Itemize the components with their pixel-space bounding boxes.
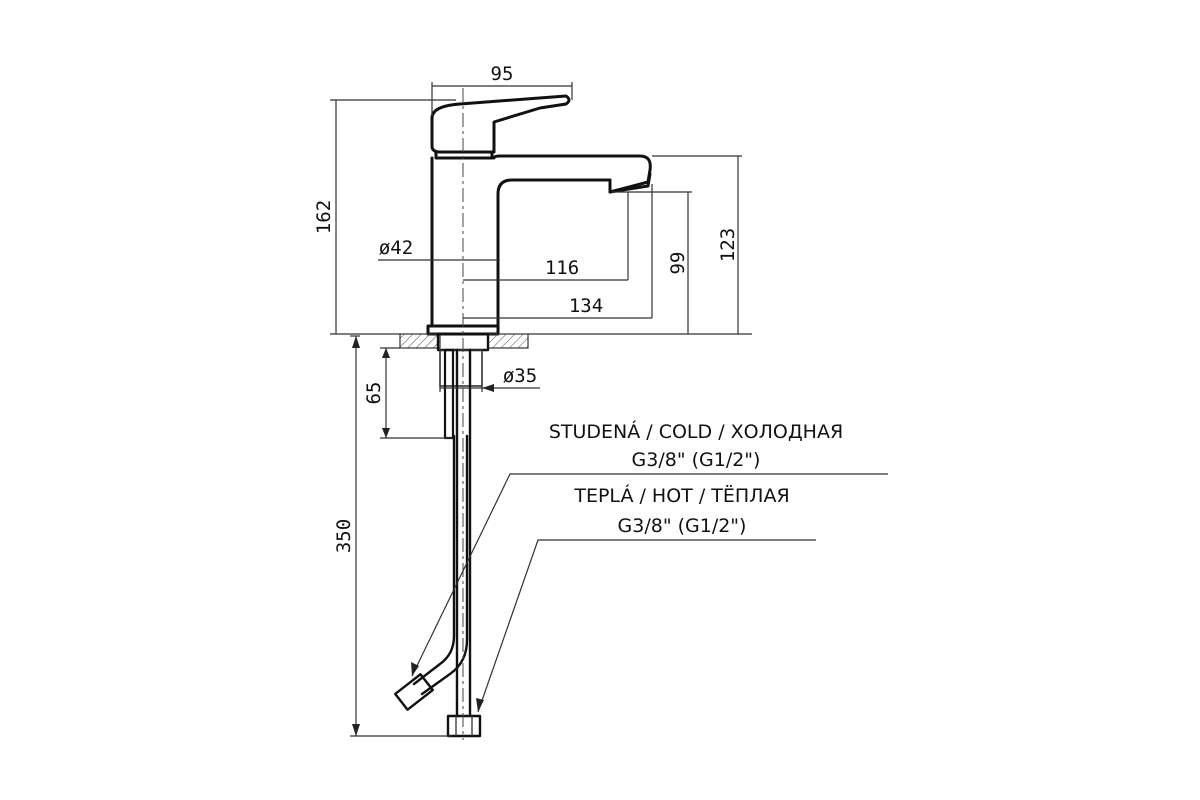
hose-bent <box>394 434 469 711</box>
label-hot-line1: TEPLÁ / HOT / ТЁПЛАЯ <box>573 484 789 507</box>
aerator <box>608 172 652 194</box>
dim-width-top: 95 <box>491 63 514 85</box>
dim-shank-length: 65 <box>363 382 385 405</box>
faucet-body <box>430 154 652 328</box>
faucet-outline <box>426 94 652 336</box>
dim-diameter-shank: ø35 <box>503 365 537 387</box>
hose-nut-straight <box>446 714 482 738</box>
lever-handle <box>430 94 571 154</box>
deck-hatch-left <box>399 333 441 349</box>
deck-hatch-right <box>487 333 529 349</box>
threaded-shank <box>439 348 483 440</box>
label-hot-line2: G3/8" (G1/2") <box>618 515 747 537</box>
dim-height-spout: 123 <box>717 228 739 262</box>
dim-height-outlet: 99 <box>667 252 689 275</box>
dim-reach-116: 116 <box>545 257 579 279</box>
label-cold-line1: STUDENÁ / COLD / ХОЛОДНАЯ <box>549 420 843 443</box>
label-cold-line2: G3/8" (G1/2") <box>632 449 761 471</box>
dim-diameter-body: ø42 <box>379 237 413 259</box>
leader-lines <box>411 473 888 713</box>
dim-hose-length: 350 <box>333 519 355 553</box>
dim-reach-134: 134 <box>569 295 603 317</box>
sink-deck <box>399 332 529 352</box>
dimension-lines <box>330 82 752 737</box>
hose-straight <box>446 348 482 738</box>
cartridge-cap <box>434 150 494 160</box>
hose-nut-bent <box>394 673 434 711</box>
dim-height-total: 162 <box>313 200 335 234</box>
